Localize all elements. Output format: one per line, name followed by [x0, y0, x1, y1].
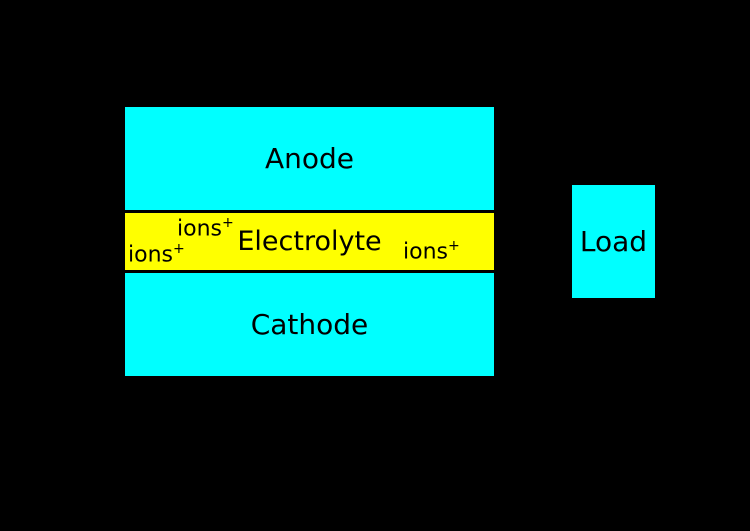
cathode-layer: Cathode [125, 273, 494, 376]
ion-label-upper-left: ions+ [177, 216, 234, 240]
load-box: Load [570, 183, 657, 300]
ion-text: ions [403, 239, 448, 265]
ion-text: ions [177, 216, 222, 242]
electrolyte-layer: ions+ ions+ Electrolyte ions+ [125, 213, 494, 270]
load-label: Load [579, 224, 648, 258]
cathode-label: Cathode [250, 307, 369, 341]
electrolyte-label: Electrolyte [237, 226, 382, 257]
ion-text: ions [128, 242, 173, 268]
ion-label-right: ions+ [403, 239, 460, 263]
anode-label: Anode [264, 141, 355, 175]
anode-layer: Anode [125, 107, 494, 210]
ion-charge-plus: + [447, 238, 460, 254]
ion-charge-plus: + [172, 241, 185, 257]
ion-charge-plus: + [221, 215, 234, 231]
ion-label-lower-left: ions+ [128, 242, 185, 266]
battery-stack: Anode ions+ ions+ Electrolyte ions+ Cath… [123, 105, 496, 378]
